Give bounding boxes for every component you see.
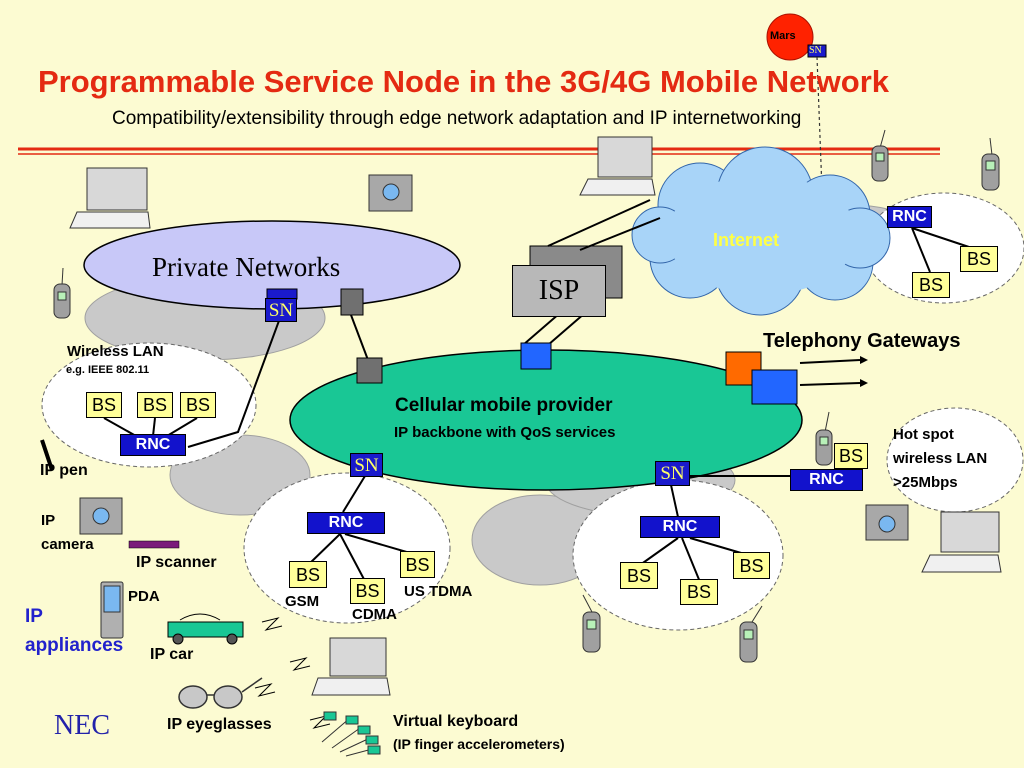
gsm-label: GSM: [285, 593, 320, 610]
slide-title: Programmable Service Node in the 3G/4G M…: [38, 64, 890, 99]
sn-private: SN: [265, 298, 297, 322]
bs-gsm: BS: [289, 561, 327, 588]
virtual-keyboard-icon: [321, 711, 381, 757]
bs-cdma: BS: [350, 578, 385, 604]
virtual-keyboard-note: (IP finger accelerometers): [393, 736, 565, 752]
ip-camera-line-2: camera: [41, 536, 94, 553]
ip-pen-label: IP pen: [40, 462, 88, 479]
rnc-left: RNC: [307, 512, 385, 534]
virtual-keyboard-label: Virtual keyboard: [393, 713, 519, 730]
hotspot-line-2: wireless LAN: [893, 450, 988, 467]
pda-icon: [100, 581, 124, 639]
us-tdma-label: US TDMA: [404, 583, 473, 600]
private-networks-label: Private Networks: [152, 252, 341, 282]
rnc-hotspot: RNC: [790, 469, 863, 491]
cellular-provider-title: Cellular mobile provider: [395, 395, 613, 416]
bs-us-tdma: BS: [400, 551, 435, 578]
sn-right: SN: [655, 461, 690, 486]
rnc-top-right: RNC: [887, 206, 932, 228]
cameras: [79, 174, 909, 541]
hotspot-line-1: Hot spot: [893, 426, 954, 443]
signal-zigzags: [254, 617, 331, 729]
bs-right-2: BS: [680, 579, 718, 605]
phones: [53, 145, 1000, 663]
ip-appliances-line-1: IP: [25, 606, 43, 627]
bs-wlan-2: BS: [137, 392, 173, 418]
slide-subtitle: Compatibility/extensibility through edge…: [112, 108, 802, 129]
telephony-arrowheads: [860, 356, 868, 387]
ip-scanner-icon: [128, 540, 180, 549]
ip-camera-line-1: IP: [41, 512, 56, 529]
ip-pen-icon: [40, 439, 54, 471]
ip-eyeglasses-label: IP eyeglasses: [167, 716, 272, 733]
nec-logo: NEC: [54, 710, 110, 741]
title-rule: [18, 147, 940, 155]
bs-wlan-1: BS: [86, 392, 122, 418]
eyeglasses-icon: [178, 677, 263, 709]
mars-node: [766, 13, 827, 191]
bs-top-right-2: BS: [912, 272, 950, 298]
cellular-provider-subtitle: IP backbone with QoS services: [394, 424, 616, 441]
bs-top-right-1: BS: [960, 246, 998, 272]
ip-scanner-label: IP scanner: [136, 554, 217, 571]
bs-hotspot: BS: [834, 443, 868, 469]
mars-sn-label: SN: [809, 45, 822, 56]
antenna-lines: [61, 129, 993, 623]
ip-appliances-line-2: appliances: [25, 635, 124, 656]
isp-box: ISP: [512, 265, 606, 317]
router-nodes: [266, 288, 798, 405]
rnc-right: RNC: [640, 516, 720, 538]
ip-car-icon: [167, 613, 244, 645]
cdma-label: CDMA: [352, 606, 397, 623]
wireless-lan-label: Wireless LAN: [67, 343, 164, 360]
ip-car-label: IP car: [150, 646, 194, 663]
rnc-wlan: RNC: [120, 434, 186, 456]
laptops: [69, 136, 1002, 696]
internet-cloud: [631, 146, 891, 316]
bs-right-1: BS: [620, 562, 658, 589]
hotspot-line-3: >25Mbps: [893, 474, 958, 491]
wireless-lan-standard: e.g. IEEE 802.11: [66, 364, 150, 376]
sn-left: SN: [350, 453, 383, 477]
internet-label: Internet: [713, 230, 780, 250]
bs-right-3: BS: [733, 552, 770, 579]
bs-wlan-3: BS: [180, 392, 216, 418]
telephony-gateways-label: Telephony Gateways: [763, 330, 961, 352]
mars-label: Mars: [770, 30, 796, 42]
pda-label: PDA: [128, 588, 160, 605]
